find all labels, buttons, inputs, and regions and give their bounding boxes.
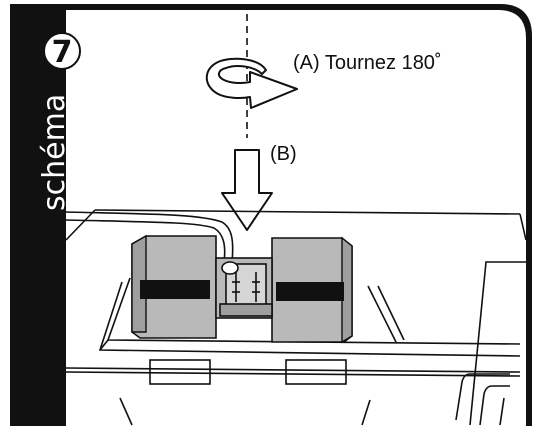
rotation-arrow-icon xyxy=(205,57,298,109)
push-annotation: (B) xyxy=(270,143,297,165)
right-label-strip xyxy=(276,282,344,301)
air-hose-inner xyxy=(65,219,226,263)
left-motor-block xyxy=(131,234,217,339)
left-label-strip xyxy=(140,280,210,299)
center-coupling xyxy=(215,257,273,319)
right-motor-block xyxy=(271,236,353,344)
sidebar-label: schéma xyxy=(37,94,72,211)
step-badge: 7 xyxy=(43,32,81,70)
rotate-annotation: (A) Tournez 180˚ xyxy=(293,52,442,74)
step-number: 7 xyxy=(52,35,73,70)
housing xyxy=(65,209,527,426)
air-hose xyxy=(65,211,234,263)
